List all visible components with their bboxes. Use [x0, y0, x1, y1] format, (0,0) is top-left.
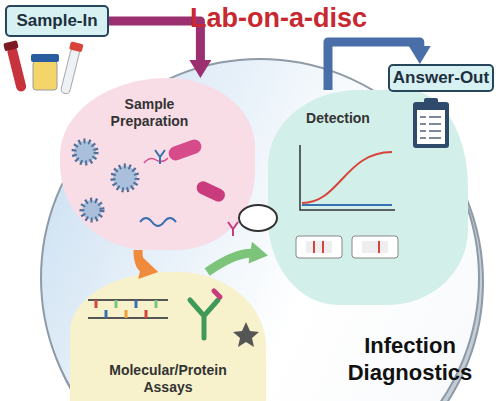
tube-cap — [3, 40, 19, 51]
stage-region: Molecular/Protein Assays — [70, 272, 266, 401]
arrow-head — [409, 46, 431, 64]
output-tag: Answer-Out — [388, 64, 494, 92]
urine-cup — [33, 61, 57, 90]
cup-lid — [31, 54, 59, 62]
stage-region: Sample Preparation — [60, 78, 255, 250]
blood-tube — [3, 40, 29, 93]
tube-body — [6, 46, 27, 93]
input-tag: Sample-In — [5, 5, 109, 37]
tag-text: Sample-In — [7, 7, 107, 35]
disc-caption: Infection Diagnostics — [330, 332, 490, 386]
sample-tubes — [3, 40, 83, 95]
arrow-shaft — [109, 21, 200, 65]
region-label: Molecular/Protein Assays — [98, 362, 238, 396]
tube-cap — [69, 41, 84, 52]
stage-region: Detection — [268, 90, 468, 305]
tube-body — [60, 48, 80, 95]
tag-text: Answer-Out — [390, 64, 492, 92]
region-label: Sample Preparation — [102, 96, 197, 130]
diagram-title: Lab-on-a-disc — [190, 3, 367, 34]
disc-platform: Infection DiagnosticsSample PreparationM… — [40, 58, 480, 401]
region-label: Detection — [298, 110, 378, 127]
swab-tube — [58, 41, 83, 95]
